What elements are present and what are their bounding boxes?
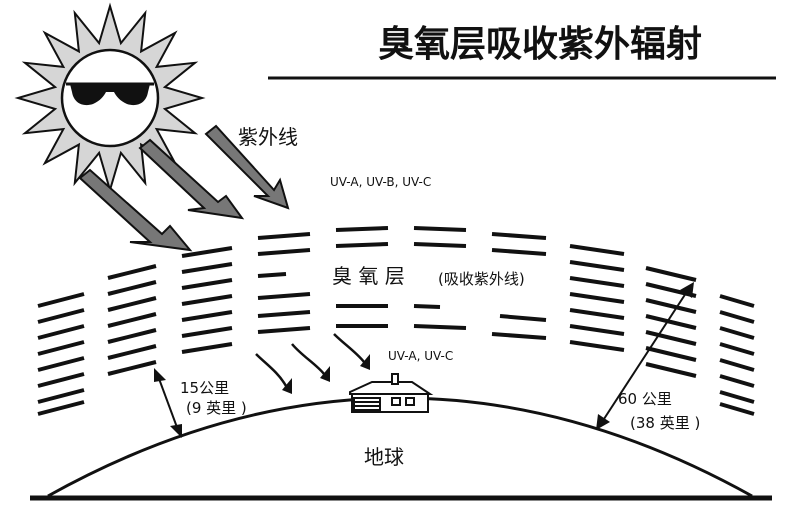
ozone-column	[181, 246, 233, 354]
transmitted-arrow	[291, 343, 325, 375]
uv-arrow	[138, 138, 245, 220]
ozone-label: 臭 氧 层	[332, 264, 405, 288]
ozone-note: (吸收紫外线)	[438, 270, 525, 288]
ozone-column	[719, 294, 755, 416]
ozone-column	[491, 232, 547, 340]
house-icon	[349, 373, 434, 413]
upper-distance-arrow	[596, 282, 694, 430]
ozone-column	[257, 232, 311, 334]
ozone-column	[37, 292, 85, 416]
uv-incoming-label: UV-A, UV-B, UV-C	[330, 175, 431, 189]
ozone-column	[645, 266, 697, 378]
uv-arrows	[78, 124, 290, 252]
lower-distance-mi: (9 英里 )	[186, 399, 247, 417]
upper-distance-mi: (38 英里 )	[630, 414, 700, 432]
ozone-layer	[37, 226, 755, 416]
ozone-column	[335, 226, 389, 328]
uv-arrow	[78, 168, 193, 252]
ozone-column	[413, 226, 467, 330]
transmitted-uv-arrows	[255, 333, 370, 394]
uv-label: 紫外线	[238, 125, 298, 149]
ozone-column	[107, 264, 157, 376]
upper-distance-km: 60 公里	[618, 390, 672, 408]
uv-transmitted-label: UV-A, UV-C	[388, 349, 453, 363]
transmitted-arrow	[255, 353, 288, 387]
uv-arrow	[204, 124, 290, 210]
lower-distance-km: 15公里	[180, 379, 229, 397]
earth-label: 地球	[364, 445, 404, 469]
sun-icon	[14, 2, 206, 194]
lower-distance-arrow	[154, 368, 182, 438]
sunglasses-icon	[66, 82, 154, 106]
transmitted-arrow	[333, 333, 365, 363]
diagram-title: 臭氧层吸收紫外辐射	[378, 24, 702, 65]
ozone-label-backdrop	[326, 258, 554, 294]
sun-disc	[60, 48, 160, 148]
ozone-column	[569, 244, 625, 352]
